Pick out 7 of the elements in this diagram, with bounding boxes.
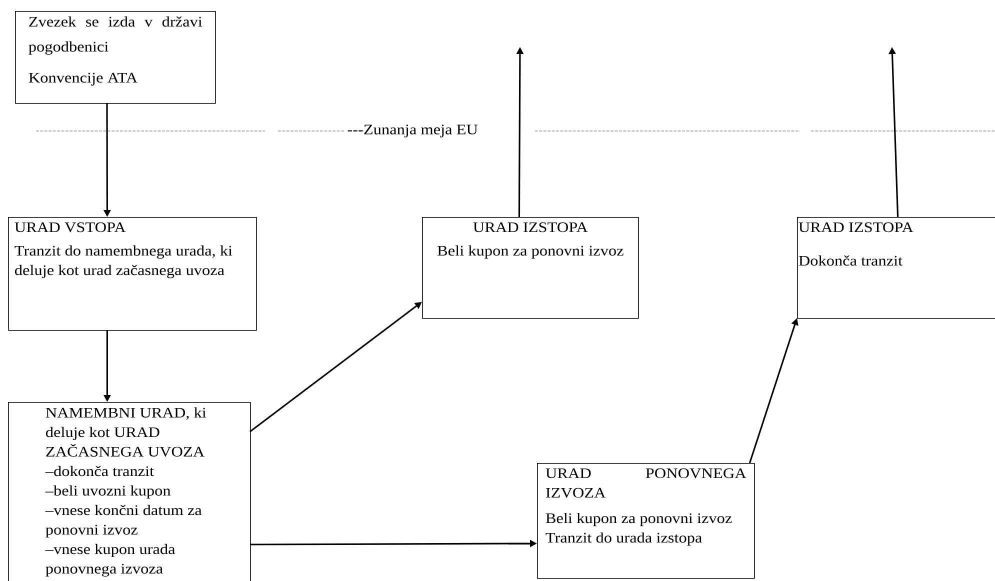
- process-box: Zvezek se izda v državi pogodbenici Konvencije ATA: [15, 11, 216, 104]
- process-box: NAMEMBNI URAD, ki deluje kot URAD ZAČASNEGA UVOZA –dokonča tranzit –beli uvozni kupon –vnese končni datum za ponovni izvoz –vnese kupon urada ponovnega izvoza: [8, 402, 251, 581]
- process-box: URAD IZSTOPA Beli kupon za ponovni izvoz: [422, 217, 639, 319]
- border-label: ---Zunanja meja EU: [346, 124, 479, 138]
- process-box: URAD VSTOPA Tranzit do namembnega urada, ki deluje kot urad začasnega uvoza: [8, 217, 257, 331]
- process-box: URAD IZSTOPA Dokonča tranzit: [797, 217, 995, 319]
- process-box: URAD PONOVNEGA IZVOZA Beli kupon za ponovni izvoz Tranzit do urada izstopa: [537, 463, 755, 579]
